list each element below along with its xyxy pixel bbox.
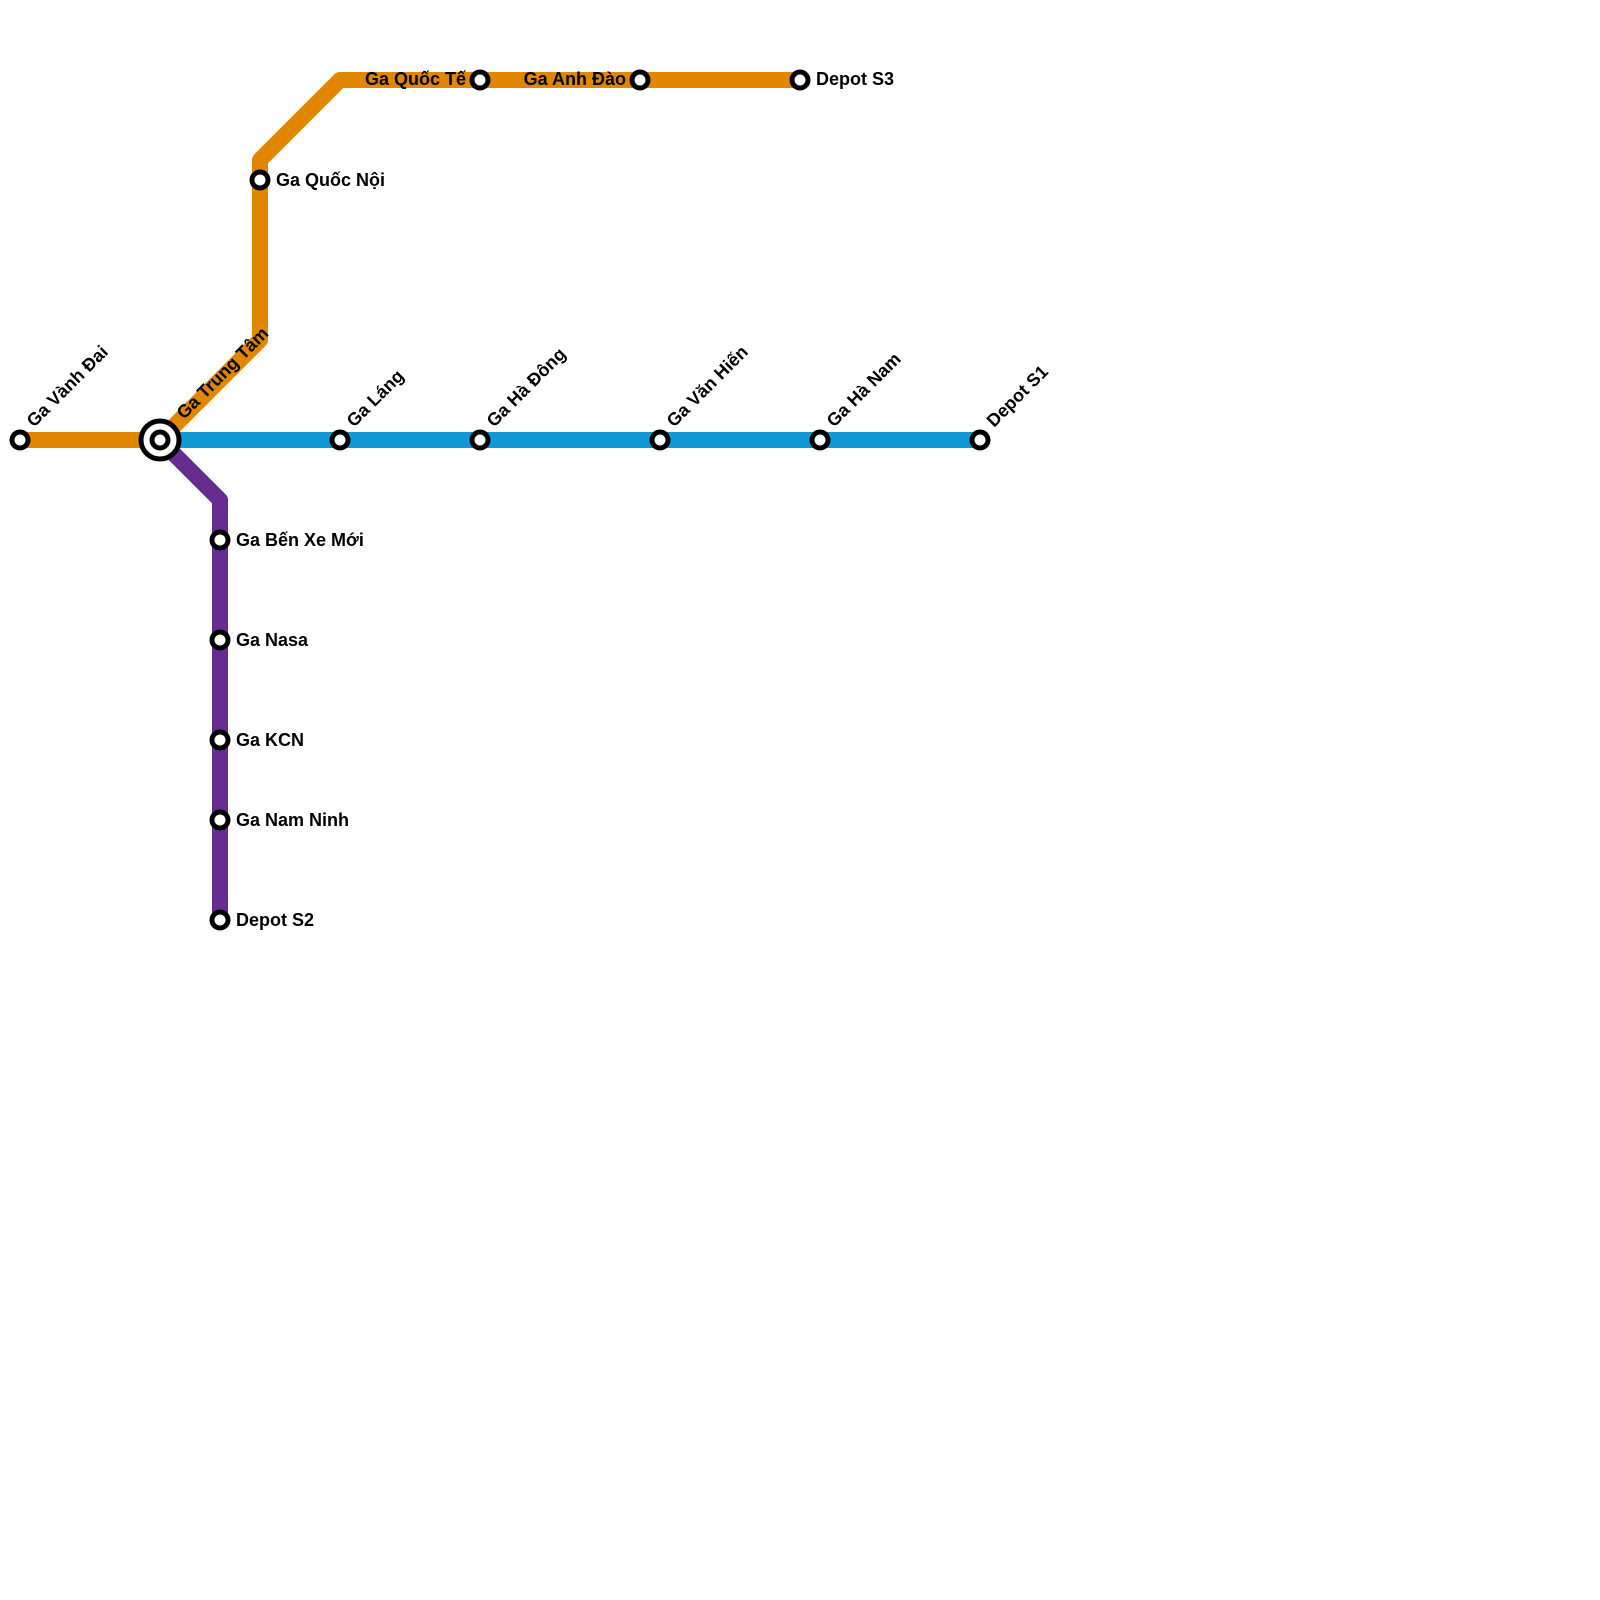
label-ga-kcn: Ga KCN: [236, 730, 304, 750]
label-ga-nasa: Ga Nasa: [236, 630, 309, 650]
station-ga-quoc-te[interactable]: [469, 69, 491, 91]
label-ga-anh-dao: Ga Anh Đào: [524, 69, 626, 89]
purple-line: [154, 434, 228, 920]
label-ga-quoc-noi: Ga Quốc Nội: [276, 170, 385, 190]
label-ga-van-hien: Ga Văn Hiến: [663, 342, 752, 431]
station-ga-trung-tam[interactable]: [138, 418, 182, 462]
station-ga-lang[interactable]: [329, 429, 351, 451]
label-ga-ben-xe-moi: Ga Bến Xe Mới: [236, 530, 364, 550]
station-depot-s1[interactable]: [969, 429, 991, 451]
station-depot-s3[interactable]: [789, 69, 811, 91]
station-ga-kcn[interactable]: [209, 729, 231, 751]
label-ga-nam-ninh: Ga Nam Ninh: [236, 810, 349, 830]
label-ga-lang: Ga Láng: [343, 366, 408, 431]
station-ga-van-hien[interactable]: [649, 429, 671, 451]
station-ga-vanh-dai[interactable]: [9, 429, 31, 451]
label-ga-trung-tam: Ga Trung Tâm: [173, 323, 273, 423]
station-ga-nam-ninh[interactable]: [209, 809, 231, 831]
label-ga-ha-nam: Ga Hà Nam: [823, 349, 905, 431]
station-ga-quoc-noi[interactable]: [249, 169, 271, 191]
station-depot-s2[interactable]: [209, 909, 231, 931]
station-ga-anh-dao[interactable]: [629, 69, 651, 91]
station-ga-ha-dong[interactable]: [469, 429, 491, 451]
label-depot-s3: Depot S3: [816, 69, 894, 89]
orange-line-north: [154, 72, 800, 446]
interchange-inner-marker: [149, 429, 171, 451]
label-depot-s1: Depot S1: [983, 362, 1052, 431]
station-ga-ha-nam[interactable]: [809, 429, 831, 451]
station-ga-ben-xe-moi[interactable]: [209, 529, 231, 551]
label-ga-ha-dong: Ga Hà Đông: [483, 344, 570, 431]
station-ga-nasa[interactable]: [209, 629, 231, 651]
label-ga-vanh-dai: Ga Vành Đai: [23, 342, 112, 431]
label-ga-quoc-te: Ga Quốc Tế: [365, 69, 467, 89]
label-depot-s2: Depot S2: [236, 910, 314, 930]
